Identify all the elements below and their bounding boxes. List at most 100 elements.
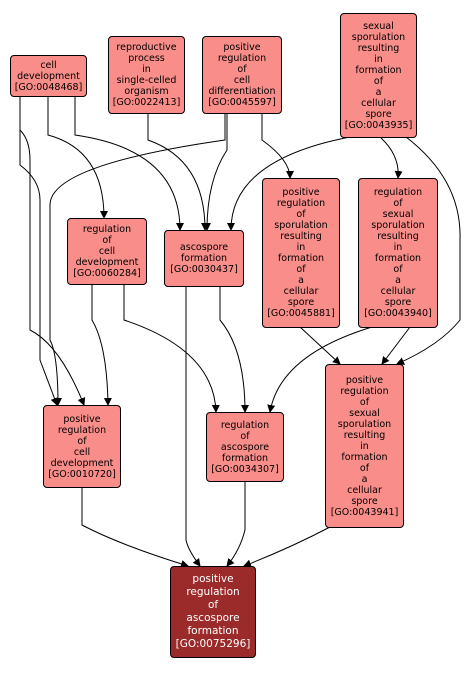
term-label-line: organism <box>124 86 169 97</box>
term-label-line: formation <box>355 64 402 76</box>
term-label-line: sexual <box>382 209 414 220</box>
term-label-line: spore <box>365 108 392 120</box>
go-id-label: [GO:0045597] <box>208 97 276 108</box>
term-label-line: reproductive <box>116 42 177 53</box>
edge-43940-to-43941 <box>381 326 411 365</box>
term-label-line: of <box>77 435 87 447</box>
term-label-line: in <box>374 53 383 65</box>
edge-48468-to-60284 <box>47 96 108 219</box>
term-label-line: of <box>359 396 370 408</box>
term-label-line: regulation <box>220 419 270 431</box>
term-label-line: resulting <box>357 42 400 54</box>
term-label-line: sporulation <box>371 220 425 231</box>
edge-22413-to-30437 <box>147 114 209 231</box>
term-label-line: cellular <box>347 484 382 496</box>
edge-43940-to-34307 <box>267 326 373 413</box>
term-label-line: sporulation <box>337 418 392 430</box>
term-label-line: formation <box>374 253 422 264</box>
edge-43941-to-75296 <box>243 526 331 568</box>
edge-60284-to-10720 <box>91 285 112 406</box>
term-label-line: formation <box>187 625 239 637</box>
edge-30437-to-34307 <box>219 287 249 413</box>
go-id-label: [GO:0043940] <box>364 308 432 319</box>
term-label-line: sporulation <box>351 31 406 43</box>
term-label-line: spore <box>287 297 315 308</box>
term-label-line: a <box>395 275 401 286</box>
term-label-line: regulation <box>57 424 107 436</box>
term-label-line: sexual <box>363 20 394 32</box>
edge-48468-to-10720-b <box>19 96 86 406</box>
term-label-line: cell <box>233 75 251 86</box>
edge-10720-to-75296 <box>81 487 189 568</box>
edge-45597-to-45881 <box>261 114 294 179</box>
go-id-label: [GO:0075296] <box>175 638 251 650</box>
term-label-line: ascospore <box>179 242 229 253</box>
term-label-line: cellular <box>380 286 416 297</box>
edge-43935-to-43940 <box>379 136 403 179</box>
term-label-line: resulting <box>377 231 419 242</box>
go-id-label: [GO:0034307] <box>211 463 279 475</box>
term-label-line: cell <box>98 246 116 257</box>
term-label-line: of <box>359 462 370 474</box>
term-label-line: formation <box>277 253 325 264</box>
edge-45597-to-30437 <box>203 114 228 231</box>
term-label-line: positive <box>223 42 261 53</box>
term-label-line: a <box>375 86 382 98</box>
edge-43935-to-30437 <box>227 136 351 231</box>
go-id-label: [GO:0048468] <box>14 81 83 93</box>
term-label-line: of <box>296 209 306 220</box>
go-id-label: [GO:0010720] <box>48 468 116 480</box>
term-label-line: of <box>102 235 112 246</box>
edge-45881-to-43941 <box>299 326 341 365</box>
term-label-line: positive <box>192 573 234 585</box>
term-label-line: of <box>207 599 219 611</box>
term-label-line: in <box>360 440 369 452</box>
go-id-label: [GO:0030437] <box>170 264 238 275</box>
term-label-line: positive <box>63 413 101 425</box>
term-label-line: cellular <box>361 97 396 109</box>
term-label-line: regulation <box>217 53 267 64</box>
go-id-label: [GO:0043941] <box>330 506 399 518</box>
term-label-line: positive <box>282 187 320 198</box>
edge-48468-to-10720-a <box>19 96 59 406</box>
term-label-line: single-celled <box>116 75 177 86</box>
term-label-line: regulation <box>82 224 132 235</box>
term-label-line: a <box>298 275 304 286</box>
term-label-line: development <box>17 70 80 82</box>
term-label-line: formation <box>180 253 228 264</box>
edge-30437-to-75296 <box>185 287 201 567</box>
term-label-line: of <box>240 430 250 442</box>
go-id-label: [GO:0060284] <box>73 268 141 279</box>
term-label-line: sexual <box>349 407 380 419</box>
term-label-line: in <box>142 64 151 75</box>
edge-45597-to-10720 <box>49 114 226 406</box>
term-label-line: resulting <box>280 231 322 242</box>
go-id-label: [GO:0045881] <box>267 308 335 319</box>
term-label-line: sporulation <box>274 220 328 231</box>
term-label-line: formation <box>221 452 269 464</box>
term-label-line: development <box>50 457 114 469</box>
term-label-line: ascospore <box>186 612 240 624</box>
term-label-line: in <box>393 242 403 253</box>
edge-43935-to-43941 <box>396 136 461 365</box>
term-label-line: regulation <box>276 198 326 209</box>
term-label-line: of <box>373 75 384 87</box>
term-label-line: in <box>296 242 306 253</box>
term-label-line: positive <box>345 374 384 386</box>
edge-60284-to-34307 <box>123 285 220 413</box>
term-label-line: regulation <box>373 187 423 198</box>
term-label-line: cell <box>73 446 91 458</box>
